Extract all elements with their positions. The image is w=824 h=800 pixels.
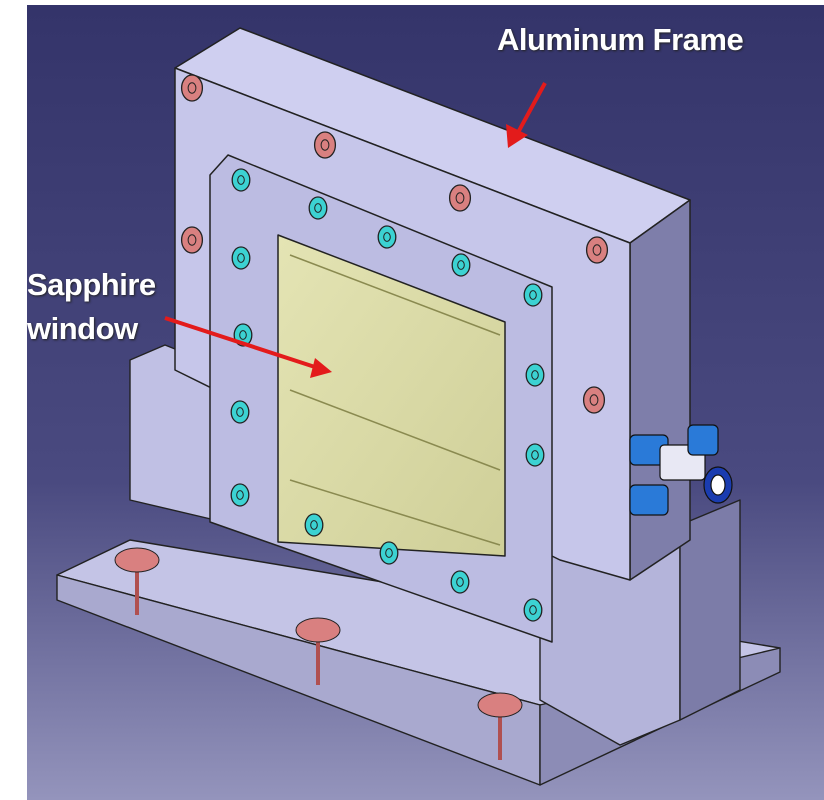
cyan-screw-icon: [523, 283, 543, 307]
red-screw-icon-socket: [187, 234, 197, 246]
cyan-screw-icon: [231, 246, 251, 270]
cyan-screw-icon-socket: [310, 520, 318, 530]
cyan-screw-icon-socket: [239, 330, 247, 340]
red-screw-icon-socket: [187, 82, 197, 94]
knob-icon: [295, 617, 341, 643]
window-screws: [230, 168, 545, 622]
cyan-screw-icon-socket: [237, 253, 245, 263]
cyan-screw-icon-socket: [456, 577, 464, 587]
red-screw-icon: [313, 131, 337, 159]
red-screw-icon: [448, 184, 472, 212]
knob-icon: [114, 547, 160, 573]
red-screw-icon: [585, 236, 609, 264]
cyan-screw-icon: [231, 168, 251, 192]
sapphire-window-label-line1: Sapphire: [27, 267, 156, 302]
cyan-screw-icon: [379, 541, 399, 565]
red-screw-icon: [180, 226, 204, 254]
cyan-screw-icon-socket: [385, 548, 393, 558]
aluminum-frame-label: Aluminum Frame: [497, 22, 744, 57]
cyan-screw-icon: [450, 570, 470, 594]
knob-icon: [477, 692, 523, 718]
window-arrow: [164, 316, 319, 370]
red-screw-icon-socket: [592, 244, 602, 256]
cyan-screw-icon: [451, 253, 471, 277]
cyan-screw-icon: [230, 400, 250, 424]
cyan-screw-icon: [377, 225, 397, 249]
leveling-knobs: [114, 547, 523, 760]
cyan-screw-icon: [304, 513, 324, 537]
cyan-screw-icon-socket: [314, 203, 322, 213]
aluminum-frame: [174, 27, 691, 643]
red-screw-icon: [582, 386, 606, 414]
cyan-screw-icon-socket: [529, 290, 537, 300]
cyan-screw-icon: [525, 443, 545, 467]
annotation-arrows: [164, 82, 547, 378]
red-screw-icon-socket: [589, 394, 599, 406]
cyan-screw-icon-socket: [529, 605, 537, 615]
cyan-screw-icon-socket: [457, 260, 465, 270]
cyan-screw-icon: [230, 483, 250, 507]
sapphire-window-label-line2: window: [27, 311, 138, 346]
red-screw-icon-socket: [455, 192, 465, 204]
cyan-screw-icon: [308, 196, 328, 220]
red-screw-icon: [180, 74, 204, 102]
frame-screws: [180, 74, 609, 414]
cyan-screw-icon-socket: [236, 490, 244, 500]
cyan-screw-icon-socket: [237, 175, 245, 185]
fluid-fitting: [629, 424, 733, 516]
cyan-screw-icon-socket: [236, 407, 244, 417]
red-screw-icon-socket: [320, 139, 330, 151]
cyan-screw-icon-socket: [531, 370, 539, 380]
cyan-screw-icon-socket: [531, 450, 539, 460]
cyan-screw-icon-socket: [383, 232, 391, 242]
frame-arrow: [513, 82, 547, 139]
cyan-screw-icon: [525, 363, 545, 387]
cyan-screw-icon: [523, 598, 543, 622]
